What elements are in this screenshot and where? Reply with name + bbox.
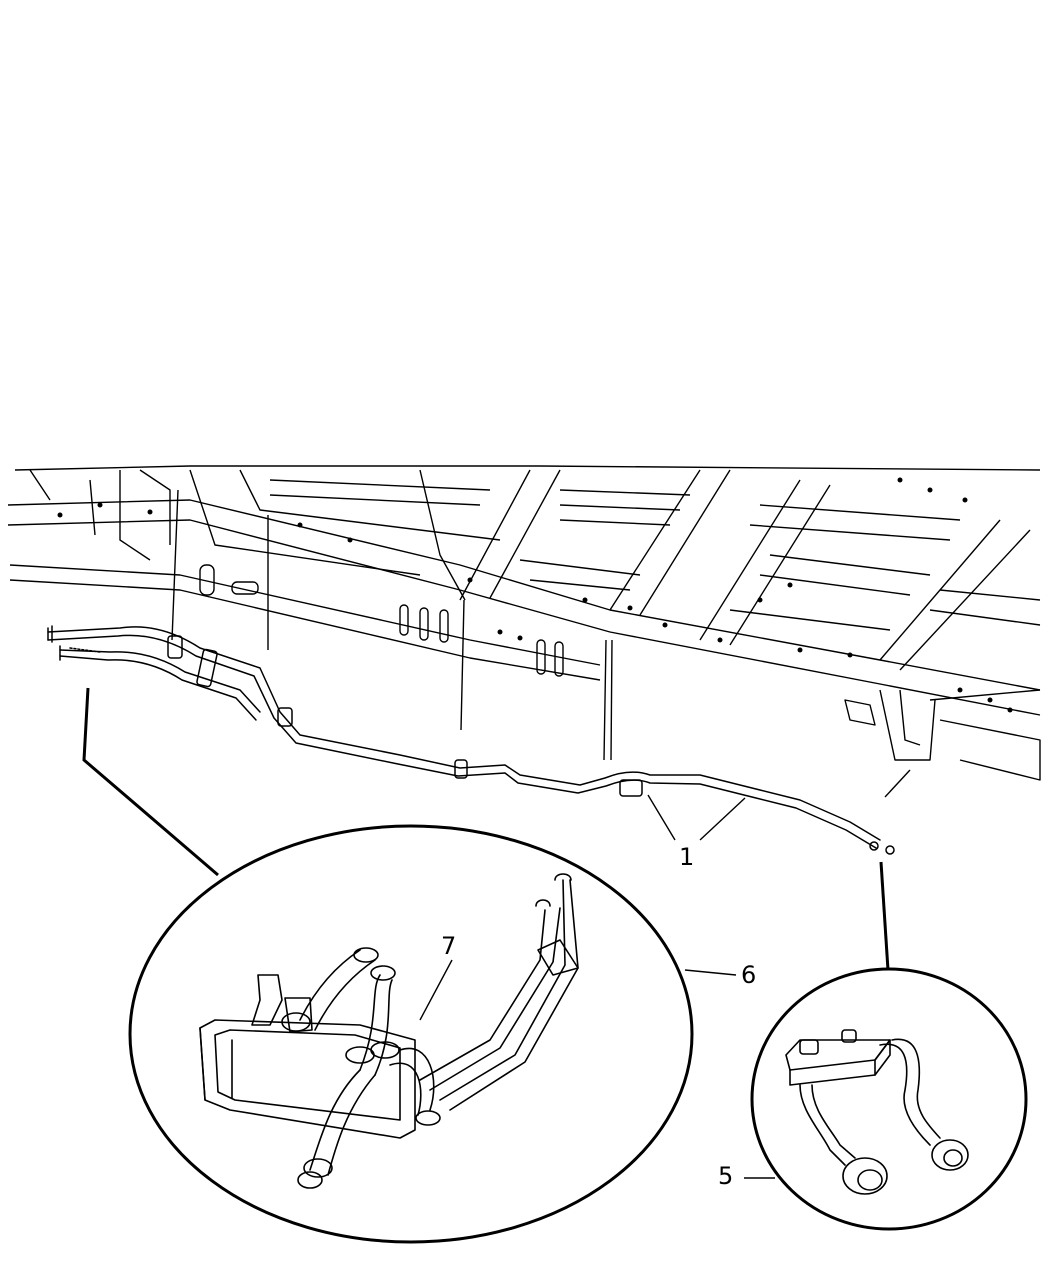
leader-rear	[884, 769, 911, 798]
heater-core	[199, 873, 579, 1189]
detail-connectors	[82, 687, 890, 971]
callout-5: 5	[718, 1162, 734, 1190]
connector-to-detail-5	[879, 861, 890, 971]
callout-7: 7	[441, 932, 457, 960]
vehicle-underbody	[7, 465, 1041, 781]
callout-6: 6	[741, 961, 757, 989]
leader-6	[684, 969, 737, 976]
leader-7	[419, 959, 453, 1021]
heater-tube-assembly	[47, 625, 895, 855]
callout-1: 1	[679, 843, 695, 871]
detail-view-6	[128, 824, 694, 1244]
leader-1a	[647, 794, 676, 841]
rear-fitting	[785, 1029, 969, 1195]
leader-1b	[699, 797, 746, 841]
leader-lines	[419, 769, 911, 1179]
detail-view-5	[750, 967, 1028, 1231]
connector-to-detail-6	[82, 687, 219, 877]
